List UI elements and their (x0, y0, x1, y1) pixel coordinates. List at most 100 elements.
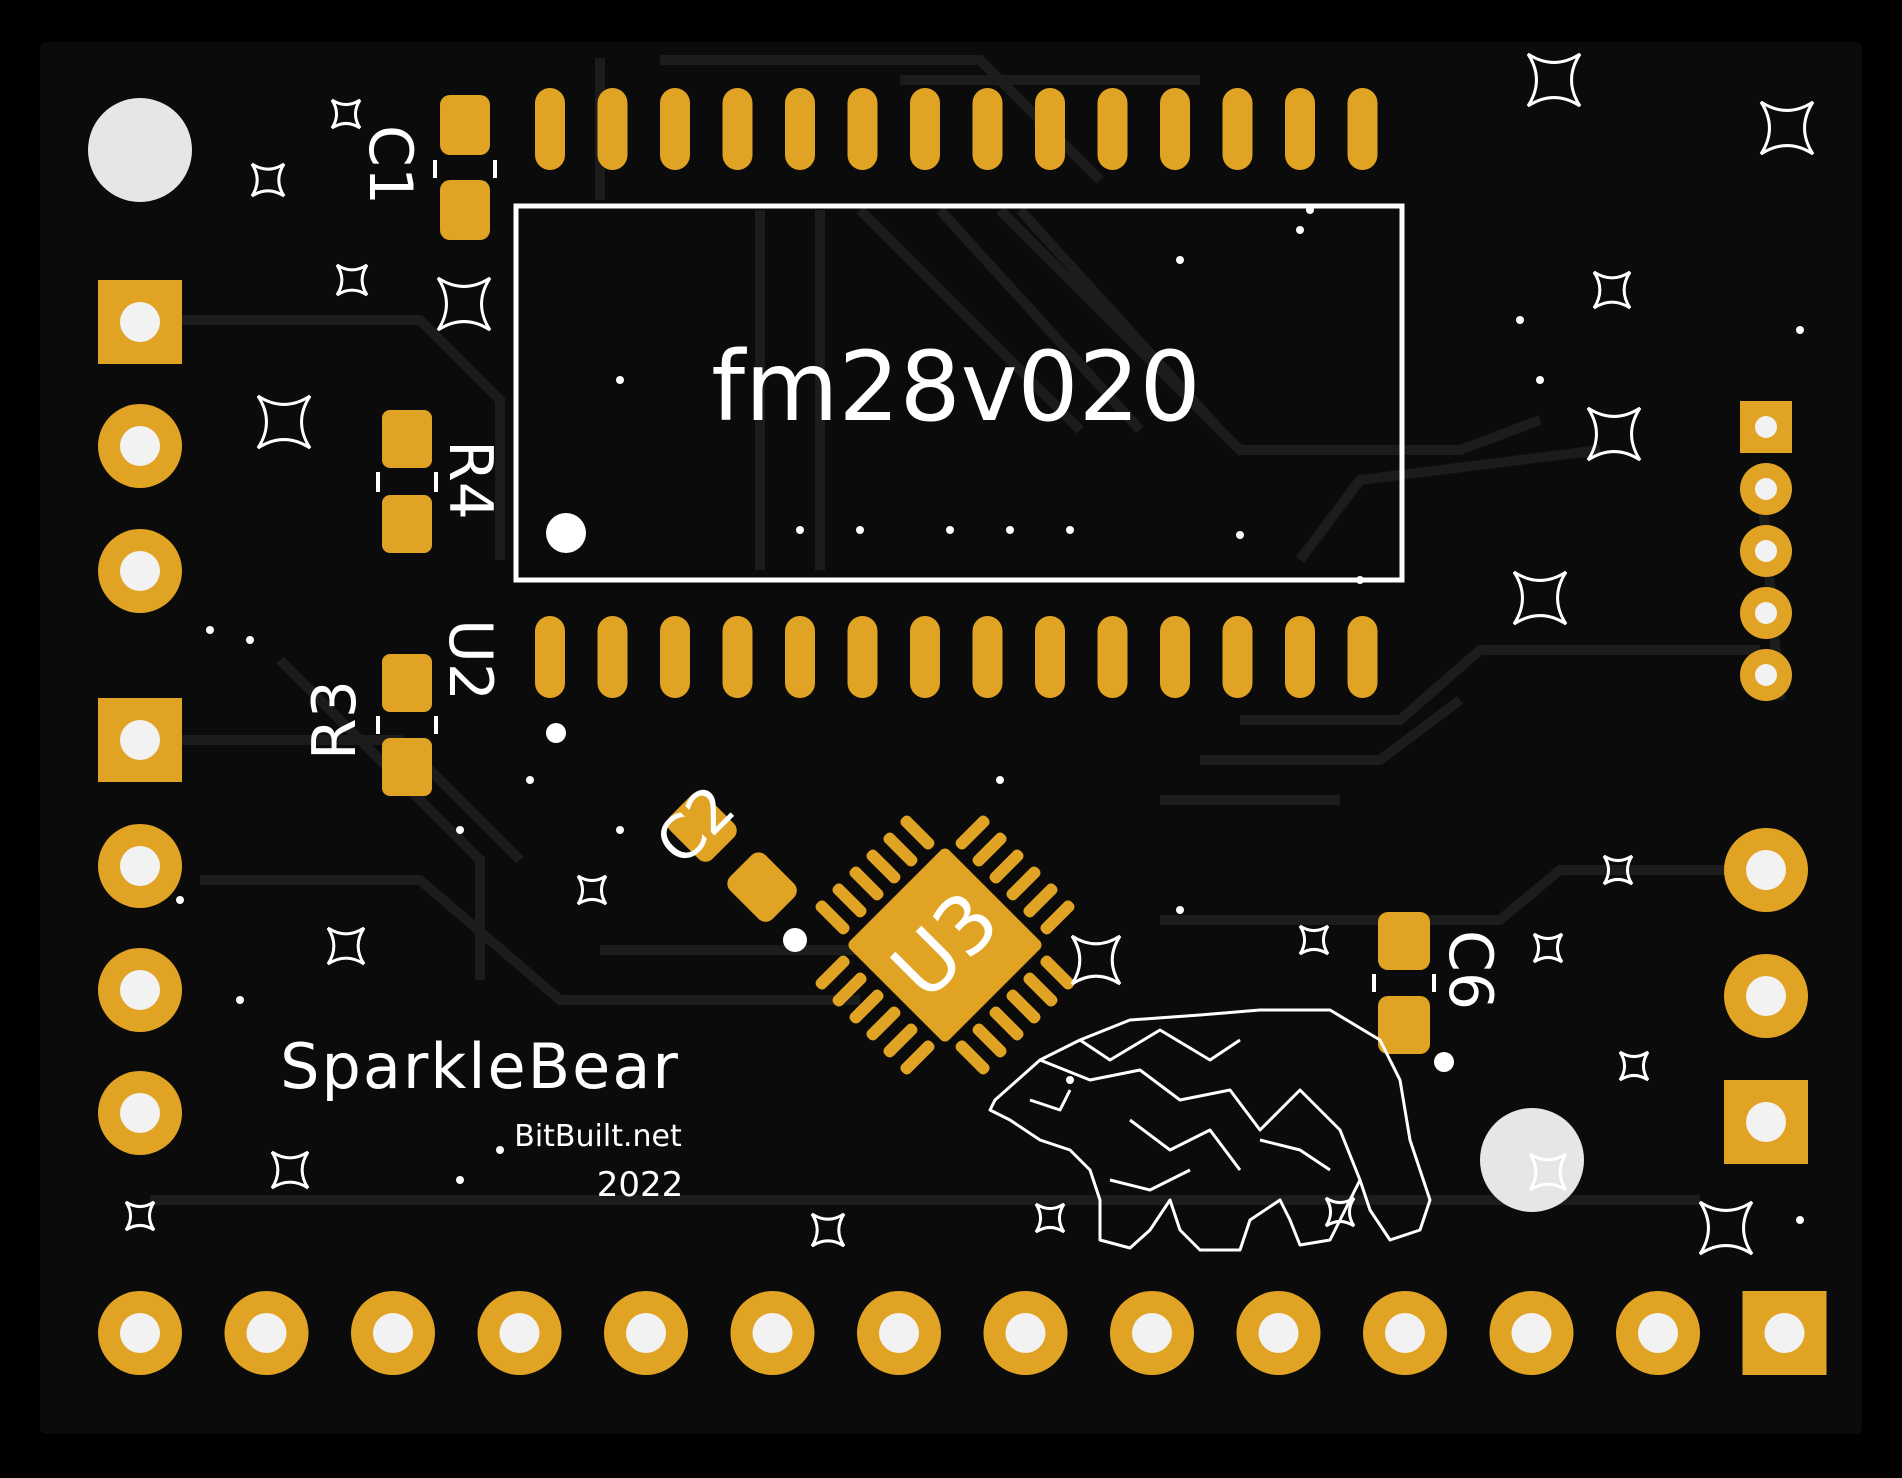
chip-pin (1222, 88, 1253, 170)
silk-dot (206, 626, 214, 634)
silk-dot (456, 1176, 464, 1184)
silk-dot (1306, 206, 1314, 214)
pin-pad (351, 1291, 435, 1375)
sparkle-star-icon (1618, 1050, 1650, 1082)
c6-label: C6 (1435, 930, 1505, 1010)
pin-pad (1616, 1291, 1700, 1375)
brand-label: SparkleBear (280, 1030, 680, 1103)
sparkle-star-icon (1532, 932, 1564, 964)
pin-pad (98, 1071, 182, 1155)
fm28v020-pins (535, 88, 1378, 698)
chip-pin (1285, 616, 1315, 698)
silk-dot (946, 526, 954, 534)
sparkle-star-icon (250, 162, 286, 198)
chip-pin (1097, 616, 1128, 698)
chip-outline (513, 203, 1405, 583)
silk-dot (496, 1146, 504, 1154)
u2-marker (546, 723, 566, 743)
site-label: BitBuilt.net (514, 1119, 682, 1154)
chip-pin (972, 88, 1003, 170)
sparkle-star-icon (256, 394, 312, 450)
small-pin-pad (1740, 525, 1792, 577)
small-pin-pad (1740, 587, 1792, 639)
chip-pin (847, 616, 878, 698)
silk-dot (246, 636, 254, 644)
pin-pad (98, 529, 182, 613)
silk-dot (616, 376, 624, 384)
chip-pin (1347, 88, 1378, 170)
u3-component: U3 (815, 815, 1075, 1075)
silk-dot (616, 826, 624, 834)
chip-pin (910, 88, 940, 170)
c2-component (667, 792, 797, 922)
r3-component: R3 (300, 654, 438, 796)
chip-pin (722, 88, 753, 170)
sparkle-star-icon (124, 1200, 156, 1232)
silk-dot (996, 776, 1004, 784)
sparkle-star-icon (1324, 1196, 1356, 1228)
sparkle-star-icon (1526, 52, 1582, 108)
chip-pin (1160, 616, 1190, 698)
right-pin-header (1724, 828, 1808, 1164)
c1-label: C1 (355, 125, 425, 205)
left-pin-header (98, 280, 182, 1155)
chip-pin (722, 616, 753, 698)
pin-pad (604, 1291, 688, 1375)
sparkle-star-icons (124, 52, 1815, 1256)
sparkle-star-icon (810, 1212, 846, 1248)
sparkle-star-icon (436, 276, 492, 332)
small-pin-pad (1740, 463, 1792, 515)
silk-dot (1236, 531, 1244, 539)
pin-pad (98, 404, 182, 488)
bear-constellation-icon (988, 1008, 1432, 1252)
chip-pin (660, 88, 690, 170)
c6-component: C6 (1372, 912, 1505, 1054)
pin-pad (1110, 1291, 1194, 1375)
pin-pad (98, 824, 182, 908)
chip-pin (785, 616, 815, 698)
small-pin-pad (1740, 401, 1792, 453)
pin-pad (477, 1291, 562, 1375)
sparkle-star-icon (576, 874, 608, 906)
chip-pin (1035, 88, 1065, 170)
silk-dot (236, 996, 244, 1004)
pin-pad (98, 948, 182, 1032)
silk-dot (1796, 326, 1804, 334)
chip-pin (1097, 88, 1128, 170)
silk-dot (856, 526, 864, 534)
sparkle-star-icon (1070, 934, 1122, 986)
chip-pin (1347, 616, 1378, 698)
sparkle-star-icon (1602, 854, 1634, 886)
chip-pin (785, 88, 815, 170)
chip-pin (535, 88, 565, 170)
silk-dot (526, 776, 534, 784)
bottom-pin-header (98, 1291, 1827, 1375)
silk-dot (1536, 376, 1544, 384)
pin-pad (1363, 1291, 1447, 1375)
sparkle-star-icon (1698, 1200, 1754, 1256)
pin-pad (1724, 1080, 1808, 1164)
sparkle-star-icon (1586, 406, 1642, 462)
chip-pin (660, 616, 690, 698)
r4-label: R4 (435, 440, 505, 520)
chip-pin (597, 88, 628, 170)
pin-pad (98, 280, 182, 364)
pin1-marker (546, 513, 586, 553)
silk-dot (1066, 526, 1074, 534)
right-small-header (1740, 401, 1792, 701)
pin-pad (98, 698, 182, 782)
sparkle-star-icon (1298, 924, 1330, 956)
silk-dot (1066, 1076, 1074, 1084)
silk-dot (456, 826, 464, 834)
c2-marker (783, 928, 807, 952)
chip-pin (1160, 88, 1190, 170)
sparkle-star-icon (326, 926, 366, 966)
sparkle-star-icon (270, 1150, 310, 1190)
chip-pin (1285, 88, 1315, 170)
sparkle-star-icon (1512, 570, 1568, 626)
pin-pad (1489, 1291, 1574, 1375)
silk-dot (1176, 906, 1184, 914)
mounting-hole (88, 98, 192, 202)
c6-marker (1434, 1052, 1454, 1072)
sparkle-star-icon (1592, 270, 1632, 310)
